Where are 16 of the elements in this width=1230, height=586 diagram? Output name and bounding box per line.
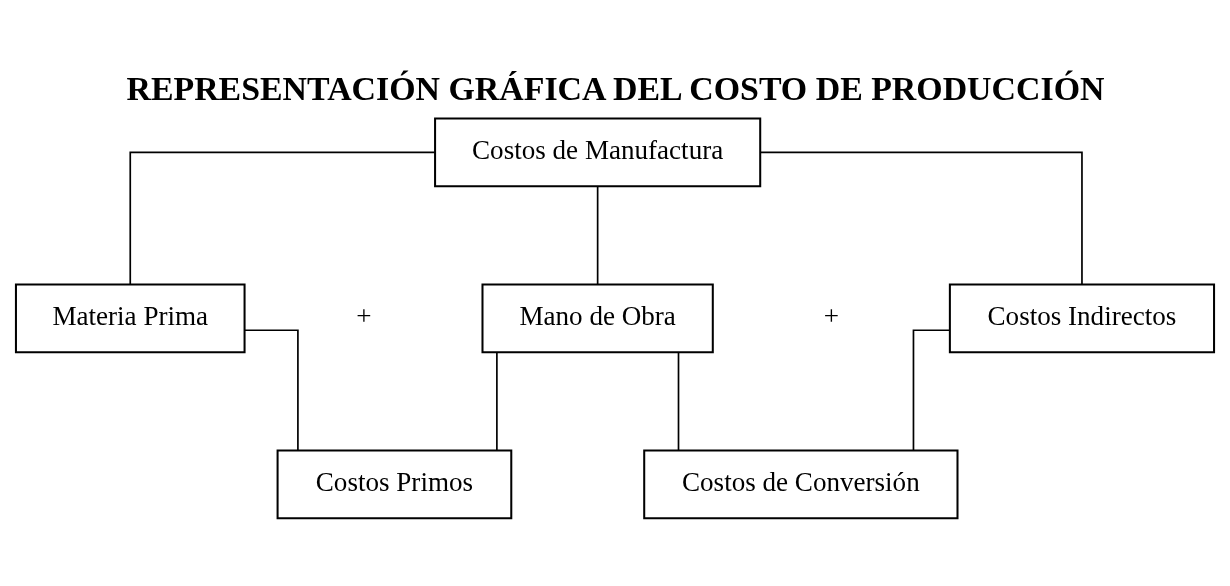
node-box: Costos de Manufactura: [434, 117, 762, 188]
label: +: [356, 300, 372, 331]
connector: [677, 351, 680, 451]
connector: [912, 329, 951, 451]
connector: [496, 351, 498, 451]
node-box: Costos de Conversión: [643, 449, 959, 520]
node-box: Materia Prima: [14, 283, 246, 354]
label: +: [823, 300, 839, 331]
diagram-title: REPRESENTACIÓN GRÁFICA DEL COSTO DE PRODUCCIÓN: [126, 69, 1105, 107]
connector: [759, 151, 1083, 285]
node-box: Costos Indirectos: [948, 283, 1216, 354]
connector: [129, 151, 436, 285]
node-box: Mano de Obra: [481, 283, 714, 354]
connector: [244, 329, 299, 451]
node-box: Costos Primos: [276, 449, 513, 520]
connector: [596, 186, 599, 285]
